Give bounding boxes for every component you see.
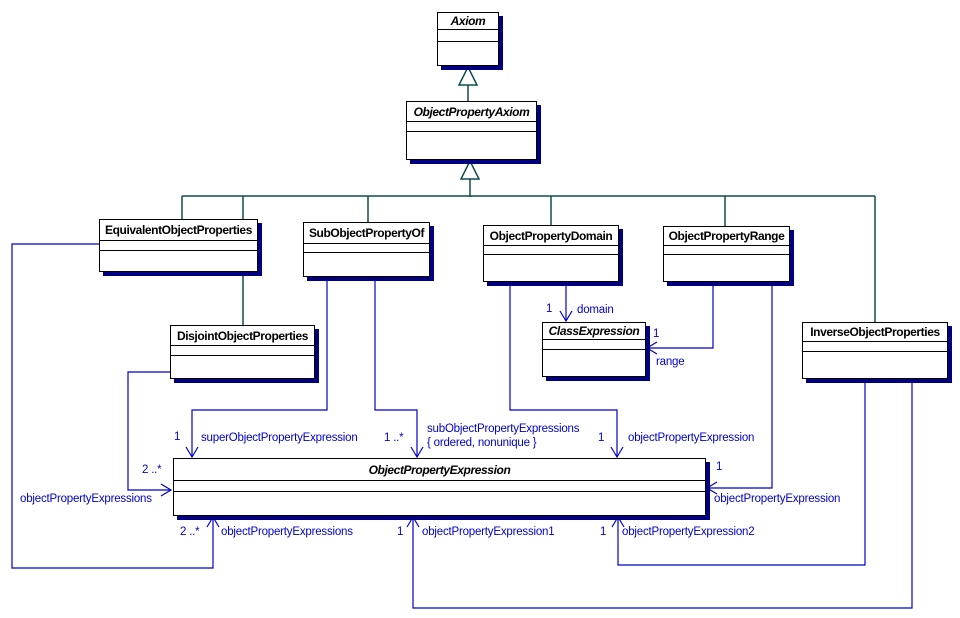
class-object-property-axiom[interactable]: ObjectPropertyAxiom	[406, 101, 537, 160]
class-name: ObjectPropertyDomain	[489, 228, 613, 243]
attributes-compartment	[803, 341, 947, 351]
role-label: objectPropertyExpression1	[422, 526, 555, 538]
class-class-expression[interactable]: ClassExpression	[542, 322, 646, 377]
class-name: SubObjectPropertyOf	[308, 226, 425, 240]
class-axiom[interactable]: Axiom	[437, 12, 499, 66]
assoc-sub-object-property-expressions	[374, 277, 418, 457]
role-label: subObjectPropertyExpressions	[427, 423, 580, 435]
attributes-compartment	[171, 345, 314, 355]
assoc-object-property-expression-top	[509, 282, 618, 457]
assoc-range	[647, 282, 714, 349]
role-label: objectPropertyExpression	[714, 493, 841, 505]
constraint-label: { ordered, nonunique }	[427, 437, 537, 449]
operations-compartment	[304, 252, 429, 276]
class-name: EquivalentObjectProperties	[105, 223, 252, 237]
multiplicity-label: 1	[653, 328, 660, 340]
operations-compartment	[543, 349, 645, 376]
assoc-object-property-expression1	[412, 379, 913, 609]
operations-compartment	[438, 41, 498, 65]
class-object-property-expression[interactable]: ObjectPropertyExpression	[173, 458, 706, 516]
attributes-compartment	[174, 480, 705, 491]
operations-compartment	[174, 491, 705, 515]
class-name: InverseObjectProperties	[810, 325, 940, 339]
generalization-arrow-object-property-axiom	[459, 159, 481, 180]
class-name: DisjointObjectProperties	[176, 328, 309, 343]
operations-compartment	[407, 131, 536, 159]
attributes-compartment	[543, 339, 645, 349]
generalization-arrow-axiom	[457, 65, 479, 86]
association-lines	[11, 243, 913, 609]
attributes-compartment	[407, 121, 536, 131]
multiplicity-label: 1	[600, 526, 607, 538]
multiplicity-label: 1	[397, 526, 404, 538]
class-name: ObjectPropertyRange	[668, 229, 785, 243]
class-disjoint-object-properties[interactable]: DisjointObjectProperties	[170, 325, 315, 379]
role-label: objectPropertyExpression2	[622, 526, 755, 538]
operations-compartment	[171, 355, 314, 378]
operations-compartment	[100, 250, 257, 271]
role-label: objectPropertyExpressions	[221, 526, 353, 538]
class-name: Axiom	[450, 14, 486, 28]
multiplicity-label: 1	[716, 461, 723, 473]
role-label: objectPropertyExpression	[628, 432, 755, 444]
class-object-property-range[interactable]: ObjectPropertyRange	[663, 226, 790, 282]
multiplicity-label: 1	[598, 432, 605, 444]
role-label: domain	[577, 304, 614, 316]
multiplicity-label: 1 ..*	[384, 432, 404, 444]
role-label: range	[656, 356, 685, 368]
class-name: ObjectPropertyExpression	[368, 462, 511, 477]
assoc-object-property-expressions-left	[127, 371, 171, 491]
multiplicity-label: 1	[174, 431, 181, 443]
assoc-object-property-expression-right	[707, 282, 773, 489]
multiplicity-label: 2 ..*	[142, 464, 162, 476]
operations-compartment	[664, 254, 789, 281]
assoc-object-property-expressions-bottom	[11, 243, 214, 569]
assoc-object-property-expression2	[617, 379, 866, 566]
operations-compartment	[484, 254, 618, 281]
class-object-property-domain[interactable]: ObjectPropertyDomain	[483, 225, 619, 282]
multiplicity-label: 2 ..*	[180, 526, 200, 538]
attributes-compartment	[438, 29, 498, 41]
attributes-compartment	[664, 245, 789, 254]
role-label: superObjectPropertyExpression	[201, 432, 358, 444]
role-label: objectPropertyExpressions	[20, 493, 152, 505]
attributes-compartment	[100, 240, 257, 250]
class-equivalent-object-properties[interactable]: EquivalentObjectProperties	[99, 219, 258, 272]
class-inverse-object-properties[interactable]: InverseObjectProperties	[802, 322, 948, 379]
multiplicity-label: 1	[546, 303, 553, 315]
operations-compartment	[803, 351, 947, 378]
class-name: ClassExpression	[548, 324, 640, 338]
assoc-super-object-property-expression	[191, 277, 328, 457]
class-sub-object-property-of[interactable]: SubObjectPropertyOf	[303, 222, 430, 277]
attributes-compartment	[484, 245, 618, 254]
attributes-compartment	[304, 243, 429, 252]
class-name: ObjectPropertyAxiom	[413, 104, 530, 119]
